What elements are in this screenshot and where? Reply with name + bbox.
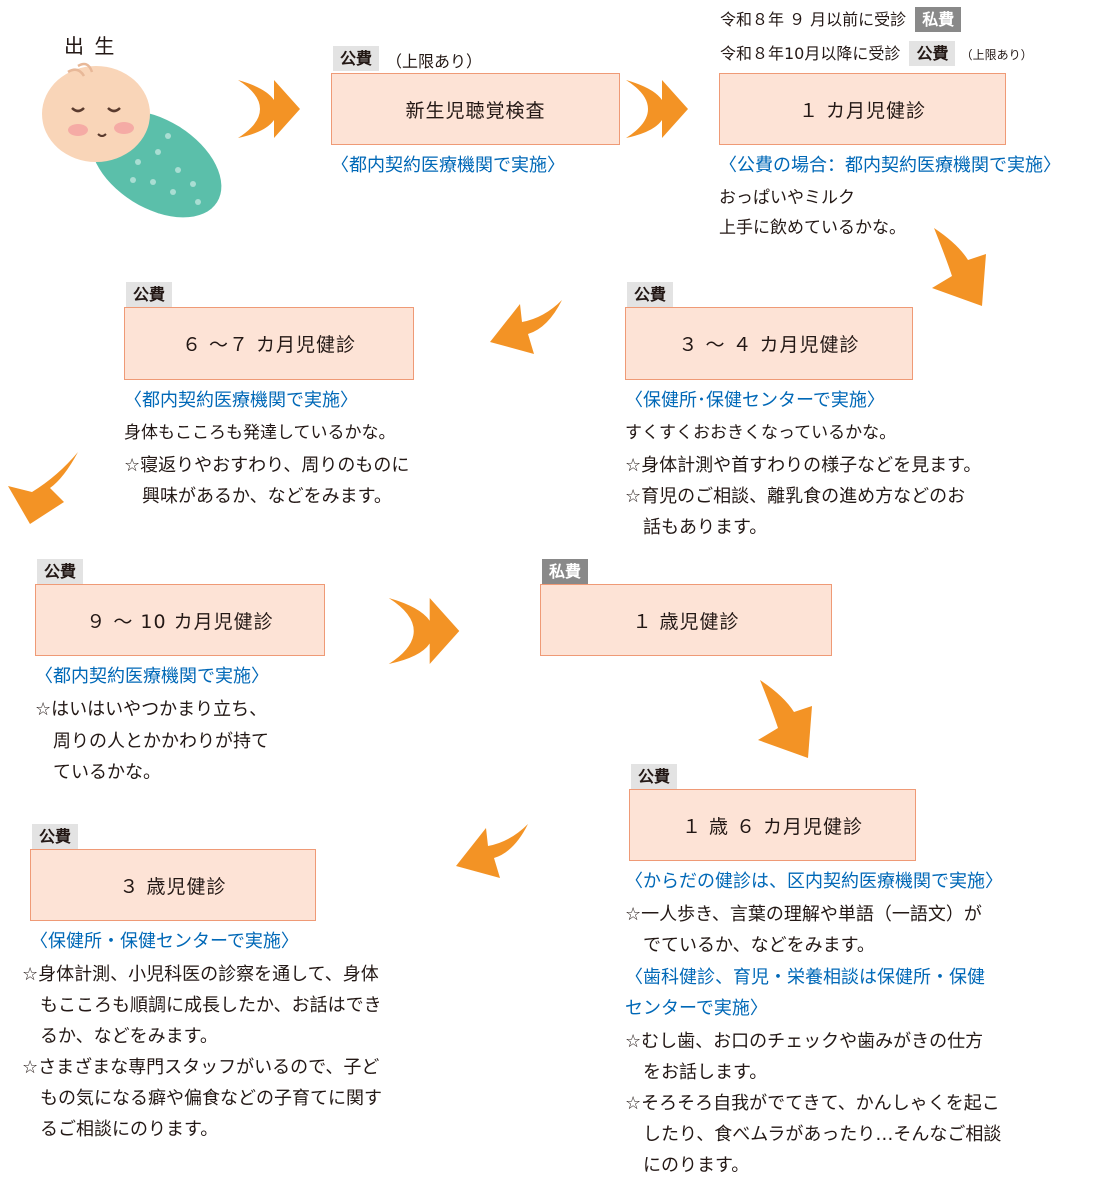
y1-checkup-title: １ 歳児健診 <box>632 610 740 633</box>
m3-4-public-badge: 公費 <box>627 282 674 307</box>
m6-7-checkup-title: ６ 〜７ カ月児健診 <box>181 334 357 356</box>
m9-10-desc-2: 周りの人とかかわりが持て <box>35 731 269 752</box>
m3-4-place: 〈保健所･保健センターで実施〉 <box>625 390 885 411</box>
newborn-hearing-test-box: 新生児聴覚検査 <box>331 73 620 145</box>
arrow-left-icon <box>490 300 562 370</box>
m9-10-desc-3: ているかな。 <box>35 762 161 783</box>
m3-4-checkup-title: ３ 〜 ４ カ月児健診 <box>678 334 860 356</box>
m6-7-desc-1: 身体もこころも発達しているかな。 <box>124 423 396 443</box>
y3-desc-6: るご相談にのります。 <box>22 1119 219 1140</box>
m6-7-desc-3: 興味があるか、などをみます。 <box>124 486 392 507</box>
y1-6-desc2-3: ☆そろそろ自我がでてきて、かんしゃくを起こ <box>625 1093 1000 1114</box>
y1-6-place-2b: センターで実施〉 <box>625 998 768 1019</box>
m6-7-place: 〈都内契約医療機関で実施〉 <box>124 390 358 411</box>
arrow-right-icon <box>626 80 688 138</box>
y1-6-checkup-title: １ 歳 ６ カ月児健診 <box>681 815 864 838</box>
y3-public-badge: 公費 <box>32 824 79 849</box>
y3-desc-3: るか、などをみます。 <box>22 1026 218 1047</box>
y1-private-badge: 私費 <box>542 559 589 584</box>
m9-10-public-badge: 公費 <box>37 559 84 584</box>
m9-10-checkup-title: ９ 〜 10 カ月児健診 <box>86 610 274 633</box>
m3-4-desc-1: すくすくおおきくなっているかな。 <box>625 423 897 443</box>
m9-10-place: 〈都内契約医療機関で実施〉 <box>35 666 269 687</box>
arrow-right-icon <box>388 598 460 664</box>
newborn-public-badge: 公費 <box>333 46 380 71</box>
m9-10-desc-1: ☆はいはいやつかまり立ち、 <box>35 699 268 720</box>
m6-7-desc-2: ☆寝返りやおすわり、周りのものに <box>124 455 410 476</box>
one-month-checkup-box: １ カ月児健診 <box>719 73 1006 145</box>
m3-4-desc-3: ☆育児のご相談、離乳食の進め方などのお <box>625 486 966 507</box>
one-month-checkup-title: １ カ月児健診 <box>798 99 927 122</box>
y3-desc-1: ☆身体計測、小児科医の診察を通して、身体 <box>22 964 379 985</box>
one-month-public-badge: 公費 <box>909 41 956 66</box>
y1-checkup-box: １ 歳児健診 <box>540 584 832 656</box>
one-month-place: 〈公費の場合：都内契約医療機関で実施〉 <box>719 155 1061 176</box>
arrow-down-left-icon <box>8 452 78 524</box>
baby-illustration <box>38 52 238 226</box>
y1-6-desc2-5: にのります。 <box>625 1155 750 1176</box>
y1-6-public-badge: 公費 <box>631 764 678 789</box>
newborn-limit-note: （上限あり） <box>386 52 483 71</box>
one-month-line1-text: 令和８年 ９ 月以前に受診 <box>720 10 907 29</box>
m3-4-desc-4: 話もあります。 <box>625 517 768 538</box>
y1-6-desc2-1: ☆むし歯、お口のチェックや歯みがきの仕方 <box>625 1031 984 1052</box>
y1-6-desc1-1: ☆一人歩き、言葉の理解や単語（一語文）が <box>625 904 982 925</box>
one-month-private-badge: 私費 <box>915 7 962 32</box>
one-month-limit-note: （上限あり） <box>960 48 1033 62</box>
one-month-line2: 令和８年10月以降に受診 公費 （上限あり） <box>720 40 1033 66</box>
y1-6-desc2-2: をお話します。 <box>625 1062 768 1083</box>
y1-6-place-1: 〈からだの健診は、区内契約医療機関で実施〉 <box>625 871 1003 892</box>
y1-6-desc2-4: したり、食べムラがあったり…そんなご相談 <box>625 1124 1002 1145</box>
y1-6-place-2a: 〈歯科健診、育児・栄養相談は保健所・保健 <box>625 967 985 988</box>
y1-6-checkup-box: １ 歳 ６ カ月児健診 <box>629 789 916 861</box>
one-month-line2-text: 令和８年10月以降に受診 <box>720 44 901 63</box>
y3-desc-5: もの気になる癖や偏食などの子育てに関す <box>22 1088 382 1109</box>
one-month-desc-2: 上手に飲めているかな。 <box>719 218 906 238</box>
m9-10-checkup-box: ９ 〜 10 カ月児健診 <box>35 584 325 656</box>
m6-7-checkup-box: ６ 〜７ カ月児健診 <box>124 307 414 380</box>
arrow-down-icon <box>754 680 826 758</box>
arrow-left-icon <box>456 824 528 894</box>
y3-desc-2: もこころも順調に成長したか、お話はでき <box>22 995 382 1016</box>
m3-4-desc-2: ☆身体計測や首すわりの様子などを見ます。 <box>625 455 982 476</box>
birth-label: 出 生 <box>64 34 117 58</box>
newborn-hearing-test-title: 新生児聴覚検査 <box>405 99 546 122</box>
m3-4-checkup-box: ３ 〜 ４ カ月児健診 <box>625 307 913 380</box>
y3-desc-4: ☆さまざまな専門スタッフがいるので、子ど <box>22 1057 380 1078</box>
one-month-line1: 令和８年 ９ 月以前に受診 私費 <box>720 6 962 32</box>
y3-checkup-box: ３ 歳児健診 <box>30 849 316 921</box>
y3-checkup-title: ３ 歳児健診 <box>119 875 227 898</box>
y1-6-desc1-2: でているか、などをみます。 <box>625 935 875 956</box>
arrow-right-icon <box>238 80 300 138</box>
newborn-place: 〈都内契約医療機関で実施〉 <box>331 155 565 176</box>
one-month-desc-1: おっぱいやミルク <box>719 188 855 208</box>
m6-7-public-badge: 公費 <box>126 282 173 307</box>
arrow-down-icon <box>928 228 1000 306</box>
y3-place: 〈保健所・保健センターで実施〉 <box>30 931 299 952</box>
